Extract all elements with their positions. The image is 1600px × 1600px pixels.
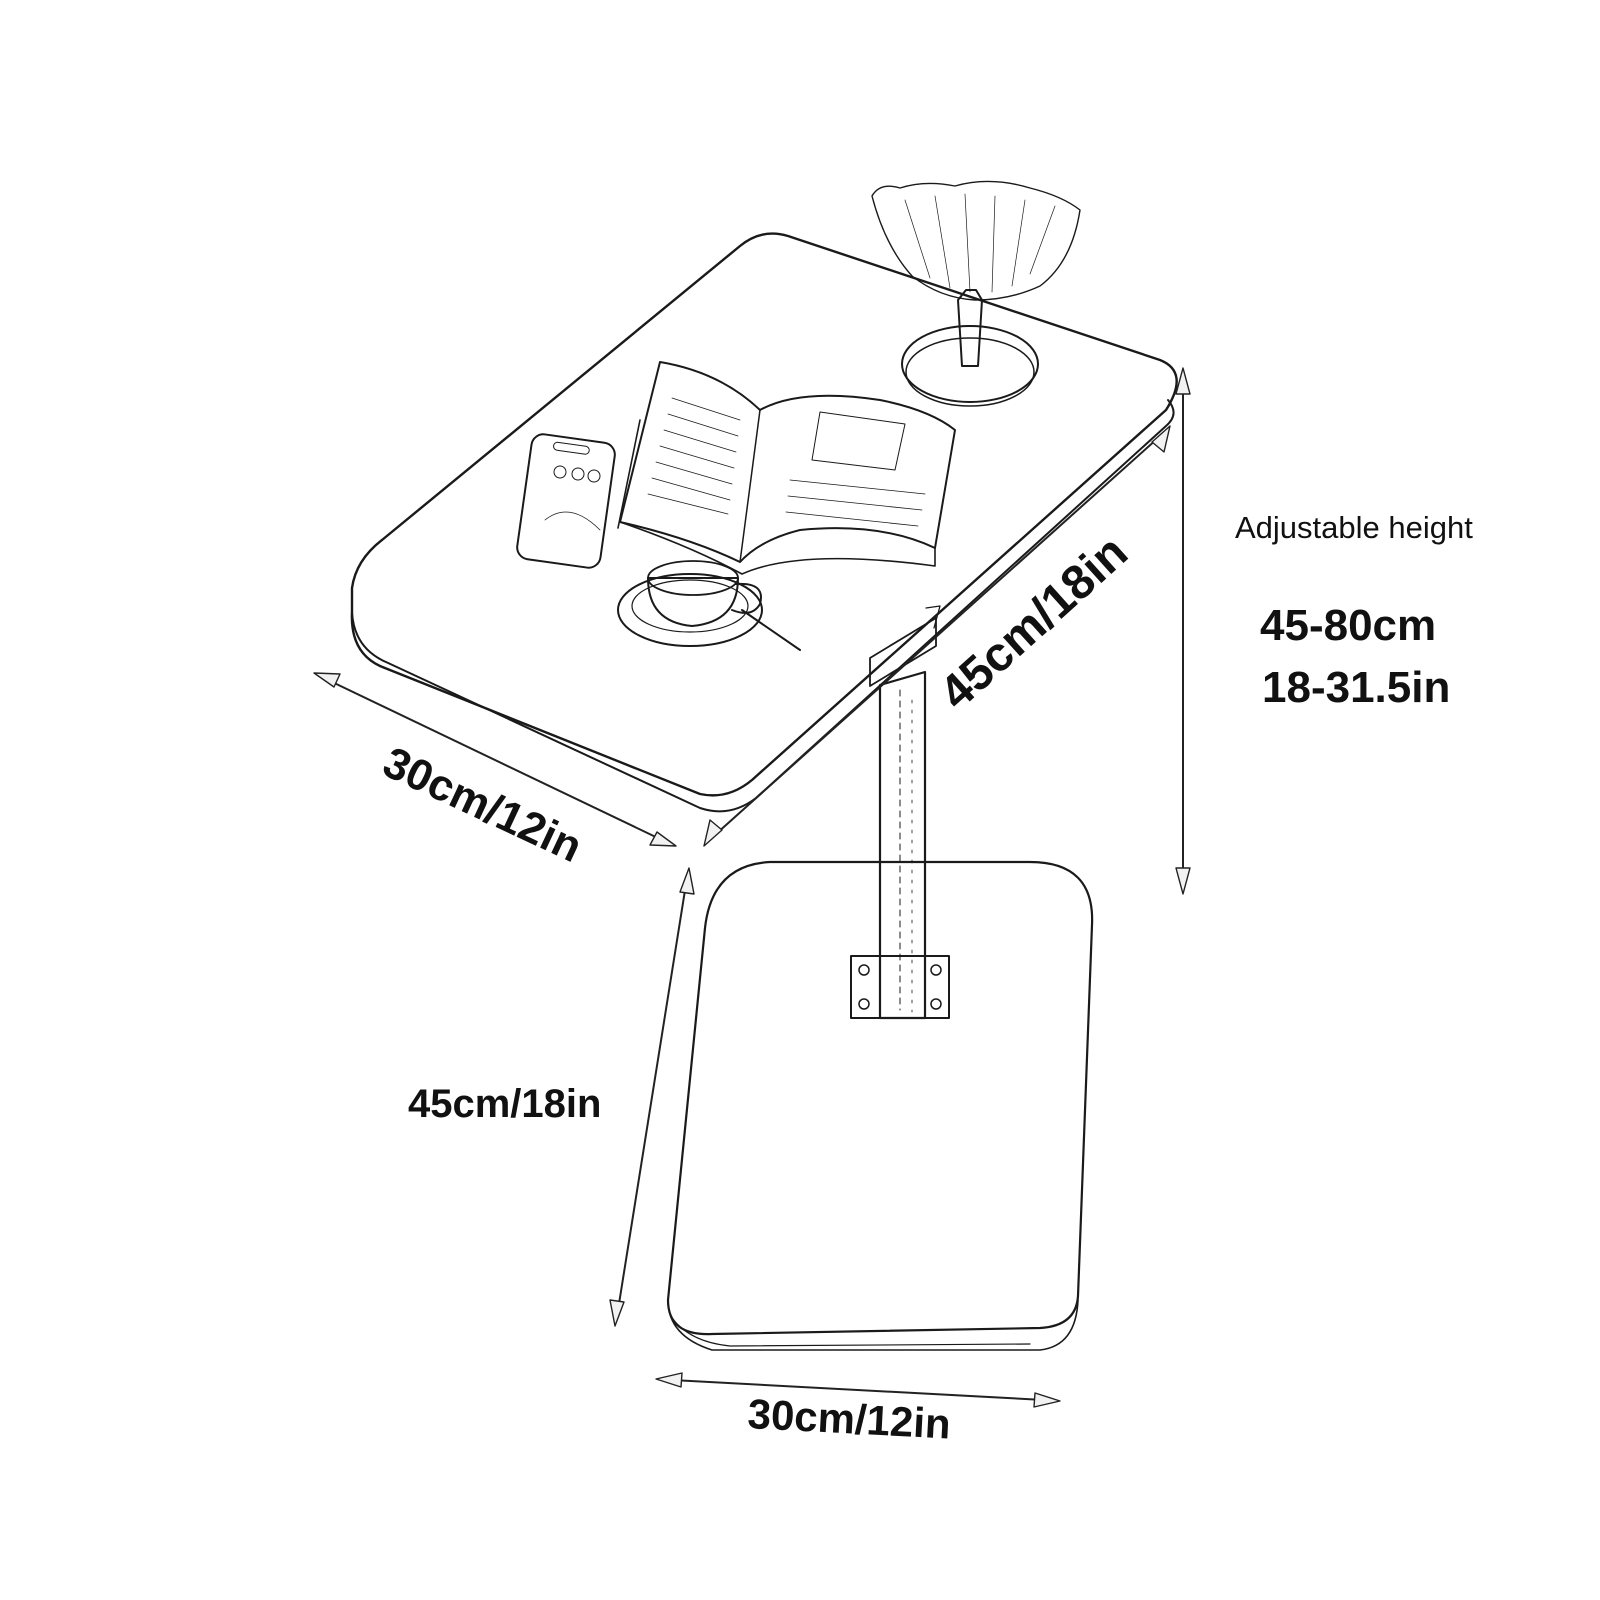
column-bracket — [869, 605, 941, 687]
coffee-cup-illustration — [617, 560, 801, 651]
arrow-top-width — [313, 672, 677, 847]
phone-illustration — [516, 433, 616, 569]
height-cm-label: 45-80cm — [1260, 601, 1436, 650]
dimension-arrows — [313, 367, 1191, 1408]
support-column — [878, 670, 927, 1020]
table-top — [350, 232, 1178, 813]
top-depth-label: 45cm/18in — [930, 525, 1138, 720]
base-plate — [666, 860, 1094, 1351]
height-title-label: Adjustable height — [1235, 510, 1473, 545]
arrow-height — [1175, 367, 1191, 895]
book-illustration — [617, 361, 956, 575]
arrow-base-width — [655, 1372, 1061, 1408]
height-in-label: 18-31.5in — [1262, 663, 1450, 712]
base-depth-label: 45cm/18in — [408, 1082, 601, 1126]
arrow-base-depth — [609, 867, 695, 1327]
lamp-illustration — [871, 180, 1081, 407]
base-width-label: 30cm/12in — [747, 1390, 952, 1448]
arrow-top-depth — [703, 425, 1171, 847]
top-width-label: 30cm/12in — [376, 738, 590, 872]
